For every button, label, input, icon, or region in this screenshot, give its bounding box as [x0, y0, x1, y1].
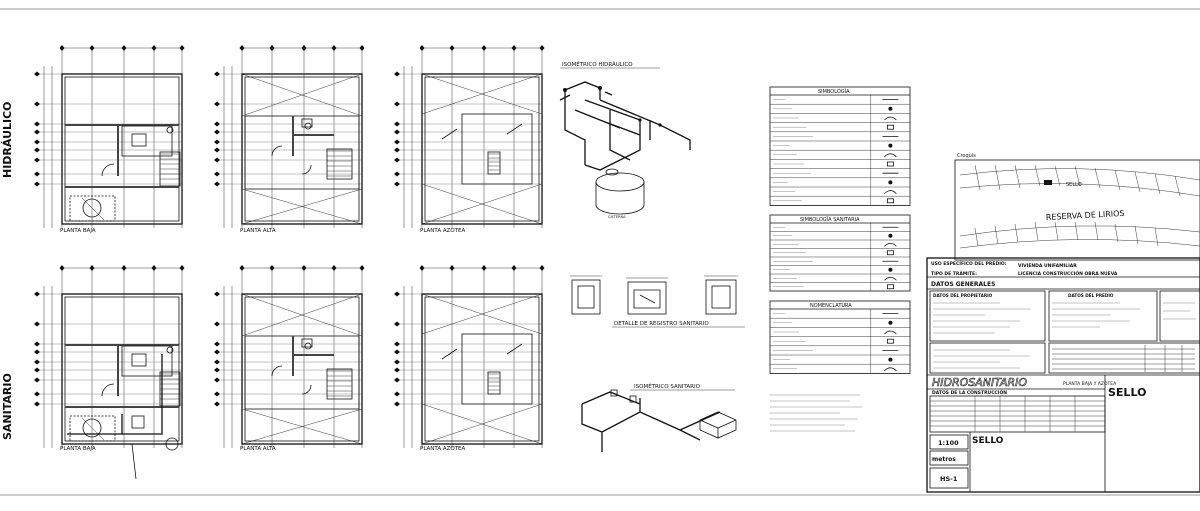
- tramite-value: LICENCIA CONSTRUCCIÓN OBRA NUEVA: [1018, 270, 1118, 277]
- croquis-label: Croquis: [957, 153, 976, 159]
- plan-label-bottom-3: PLANTA AZOTEA: [420, 446, 466, 452]
- nomenclatura-title: NOMENCLATURA: [810, 303, 852, 309]
- sheet-code: HS-1: [940, 475, 958, 483]
- isometric-hydraulic: ISOMÉTRICO HIDRÁULICO CISTERNA: [559, 60, 691, 219]
- simbologia-title: SIMBOLOGÍA: [818, 88, 850, 95]
- registro-detail-title: DETALLE DE REGISTRO SANITARIO: [614, 321, 709, 327]
- floor-plan-top-3: [394, 45, 545, 228]
- nomenclatura-table: [769, 300, 911, 374]
- registro-detail: DETALLE DE REGISTRO SANITARIO: [570, 275, 745, 328]
- svg-text:CISTERNA: CISTERNA: [608, 215, 626, 219]
- location-map: Croquis SELLO RESERVA DE LIRIOS: [954, 153, 1200, 261]
- floor-plan-top-2: [214, 45, 365, 228]
- title-block: USO ESPECÍFICO DEL PREDIO: VIVIENDA UNIF…: [926, 257, 1200, 493]
- datos-generales: DATOS GENERALES: [931, 281, 995, 288]
- floor-plan-bottom-2: [214, 265, 365, 448]
- plan-label-top-1: PLANTA BAJA: [60, 228, 96, 234]
- location-lot-label: SELLO: [1066, 182, 1082, 188]
- floor-plans: [34, 45, 545, 480]
- legend-notes: [770, 394, 862, 432]
- tramite-label: TIPO DE TRÁMITE:: [931, 270, 977, 277]
- side-label-hidraulico: HIDRÁULICO: [1, 101, 14, 178]
- floor-plan-bottom-3: [394, 265, 545, 448]
- isometric-sanitary-title: ISOMÉTRICO SANITARIO: [634, 382, 701, 390]
- datos-predio: DATOS DEL PREDIO: [1068, 293, 1114, 298]
- side-label-sanitario: SANITARIO: [1, 373, 14, 440]
- units-value: metros: [932, 456, 956, 463]
- plan-label-top-2: PLANTA ALTA: [240, 228, 276, 234]
- plan-title: HIDROSANITARIO: [932, 376, 1027, 389]
- plan-label-top-3: PLANTA AZOTEA: [420, 228, 466, 234]
- uso-value: VIVIENDA UNIFAMILIAR: [1018, 263, 1077, 269]
- plan-label-bottom-2: PLANTA ALTA: [240, 446, 276, 452]
- isometric-sanitary: ISOMÉTRICO SANITARIO: [581, 382, 737, 452]
- datos-construccion: DATOS DE LA CONSTRUCCIÓN: [932, 389, 1007, 396]
- sello-small: SELLO: [972, 436, 1004, 446]
- floor-plan-top-1: [34, 45, 185, 228]
- isometric-hydraulic-title: ISOMÉTRICO HIDRÁULICO: [562, 60, 633, 68]
- simbologia-sanitaria-title: SIMBOLOGÍA SANITARIA: [800, 216, 860, 223]
- legend-tables: [769, 86, 911, 374]
- datos-propietario: DATOS DEL PROPIETARIO: [933, 293, 993, 298]
- floor-plan-bottom-1: [34, 265, 185, 480]
- simbologia-sanitaria-table: [769, 214, 911, 292]
- plan-label-bottom-1: PLANTA BAJA: [60, 446, 96, 452]
- scale-value: 1:100: [938, 439, 959, 447]
- street-name: RESERVA DE LIRIOS: [1046, 209, 1125, 222]
- sello-main: SELLO: [1108, 386, 1146, 399]
- simbologia-table: [769, 86, 911, 206]
- plan-subtitle: PLANTA BAJA Y AZOTEA: [1063, 381, 1117, 387]
- uso-label: USO ESPECÍFICO DEL PREDIO:: [931, 259, 1007, 267]
